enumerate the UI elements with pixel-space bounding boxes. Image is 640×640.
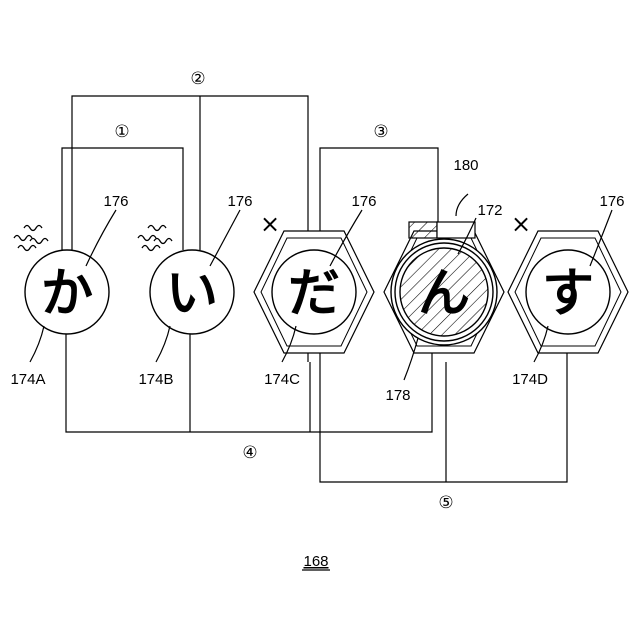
- slot-plain: [437, 222, 475, 238]
- part-label-176-a: 176: [103, 193, 128, 210]
- part-label-178: 178: [385, 387, 410, 404]
- tile-char-4: ん: [418, 264, 470, 324]
- part-label-172: 172: [477, 202, 502, 219]
- wavy-mark-1: [14, 226, 48, 251]
- wire-label-2: ②: [190, 69, 205, 89]
- figure-number: 168: [303, 553, 328, 570]
- cross-mark-2: ×: [511, 210, 531, 238]
- part-label-176-d: 176: [599, 193, 624, 210]
- wire-label-4: ④: [242, 443, 257, 463]
- tile-char-2: い: [166, 264, 218, 324]
- wavy-mark-2: [138, 226, 172, 251]
- wire-label-5: ⑤: [438, 493, 453, 513]
- tile-label-174d: 174D: [512, 371, 548, 388]
- part-label-180: 180: [453, 157, 478, 174]
- slot-hatched: [409, 222, 437, 238]
- part-label-176-b: 176: [227, 193, 252, 210]
- tile-label-174b: 174B: [138, 371, 173, 388]
- cross-mark-1: ×: [260, 210, 280, 238]
- tile-label-174a: 174A: [10, 371, 45, 388]
- tile-char-5: す: [542, 264, 594, 324]
- wire-label-1: ①: [114, 122, 129, 142]
- wire-5: [320, 333, 567, 482]
- tile-char-1: か: [41, 264, 93, 324]
- wire-4: [66, 330, 432, 432]
- part-label-176-c: 176: [351, 193, 376, 210]
- tile-char-3: だ: [288, 264, 340, 324]
- tile-label-174c: 174C: [264, 371, 300, 388]
- wire-label-3: ③: [373, 122, 388, 142]
